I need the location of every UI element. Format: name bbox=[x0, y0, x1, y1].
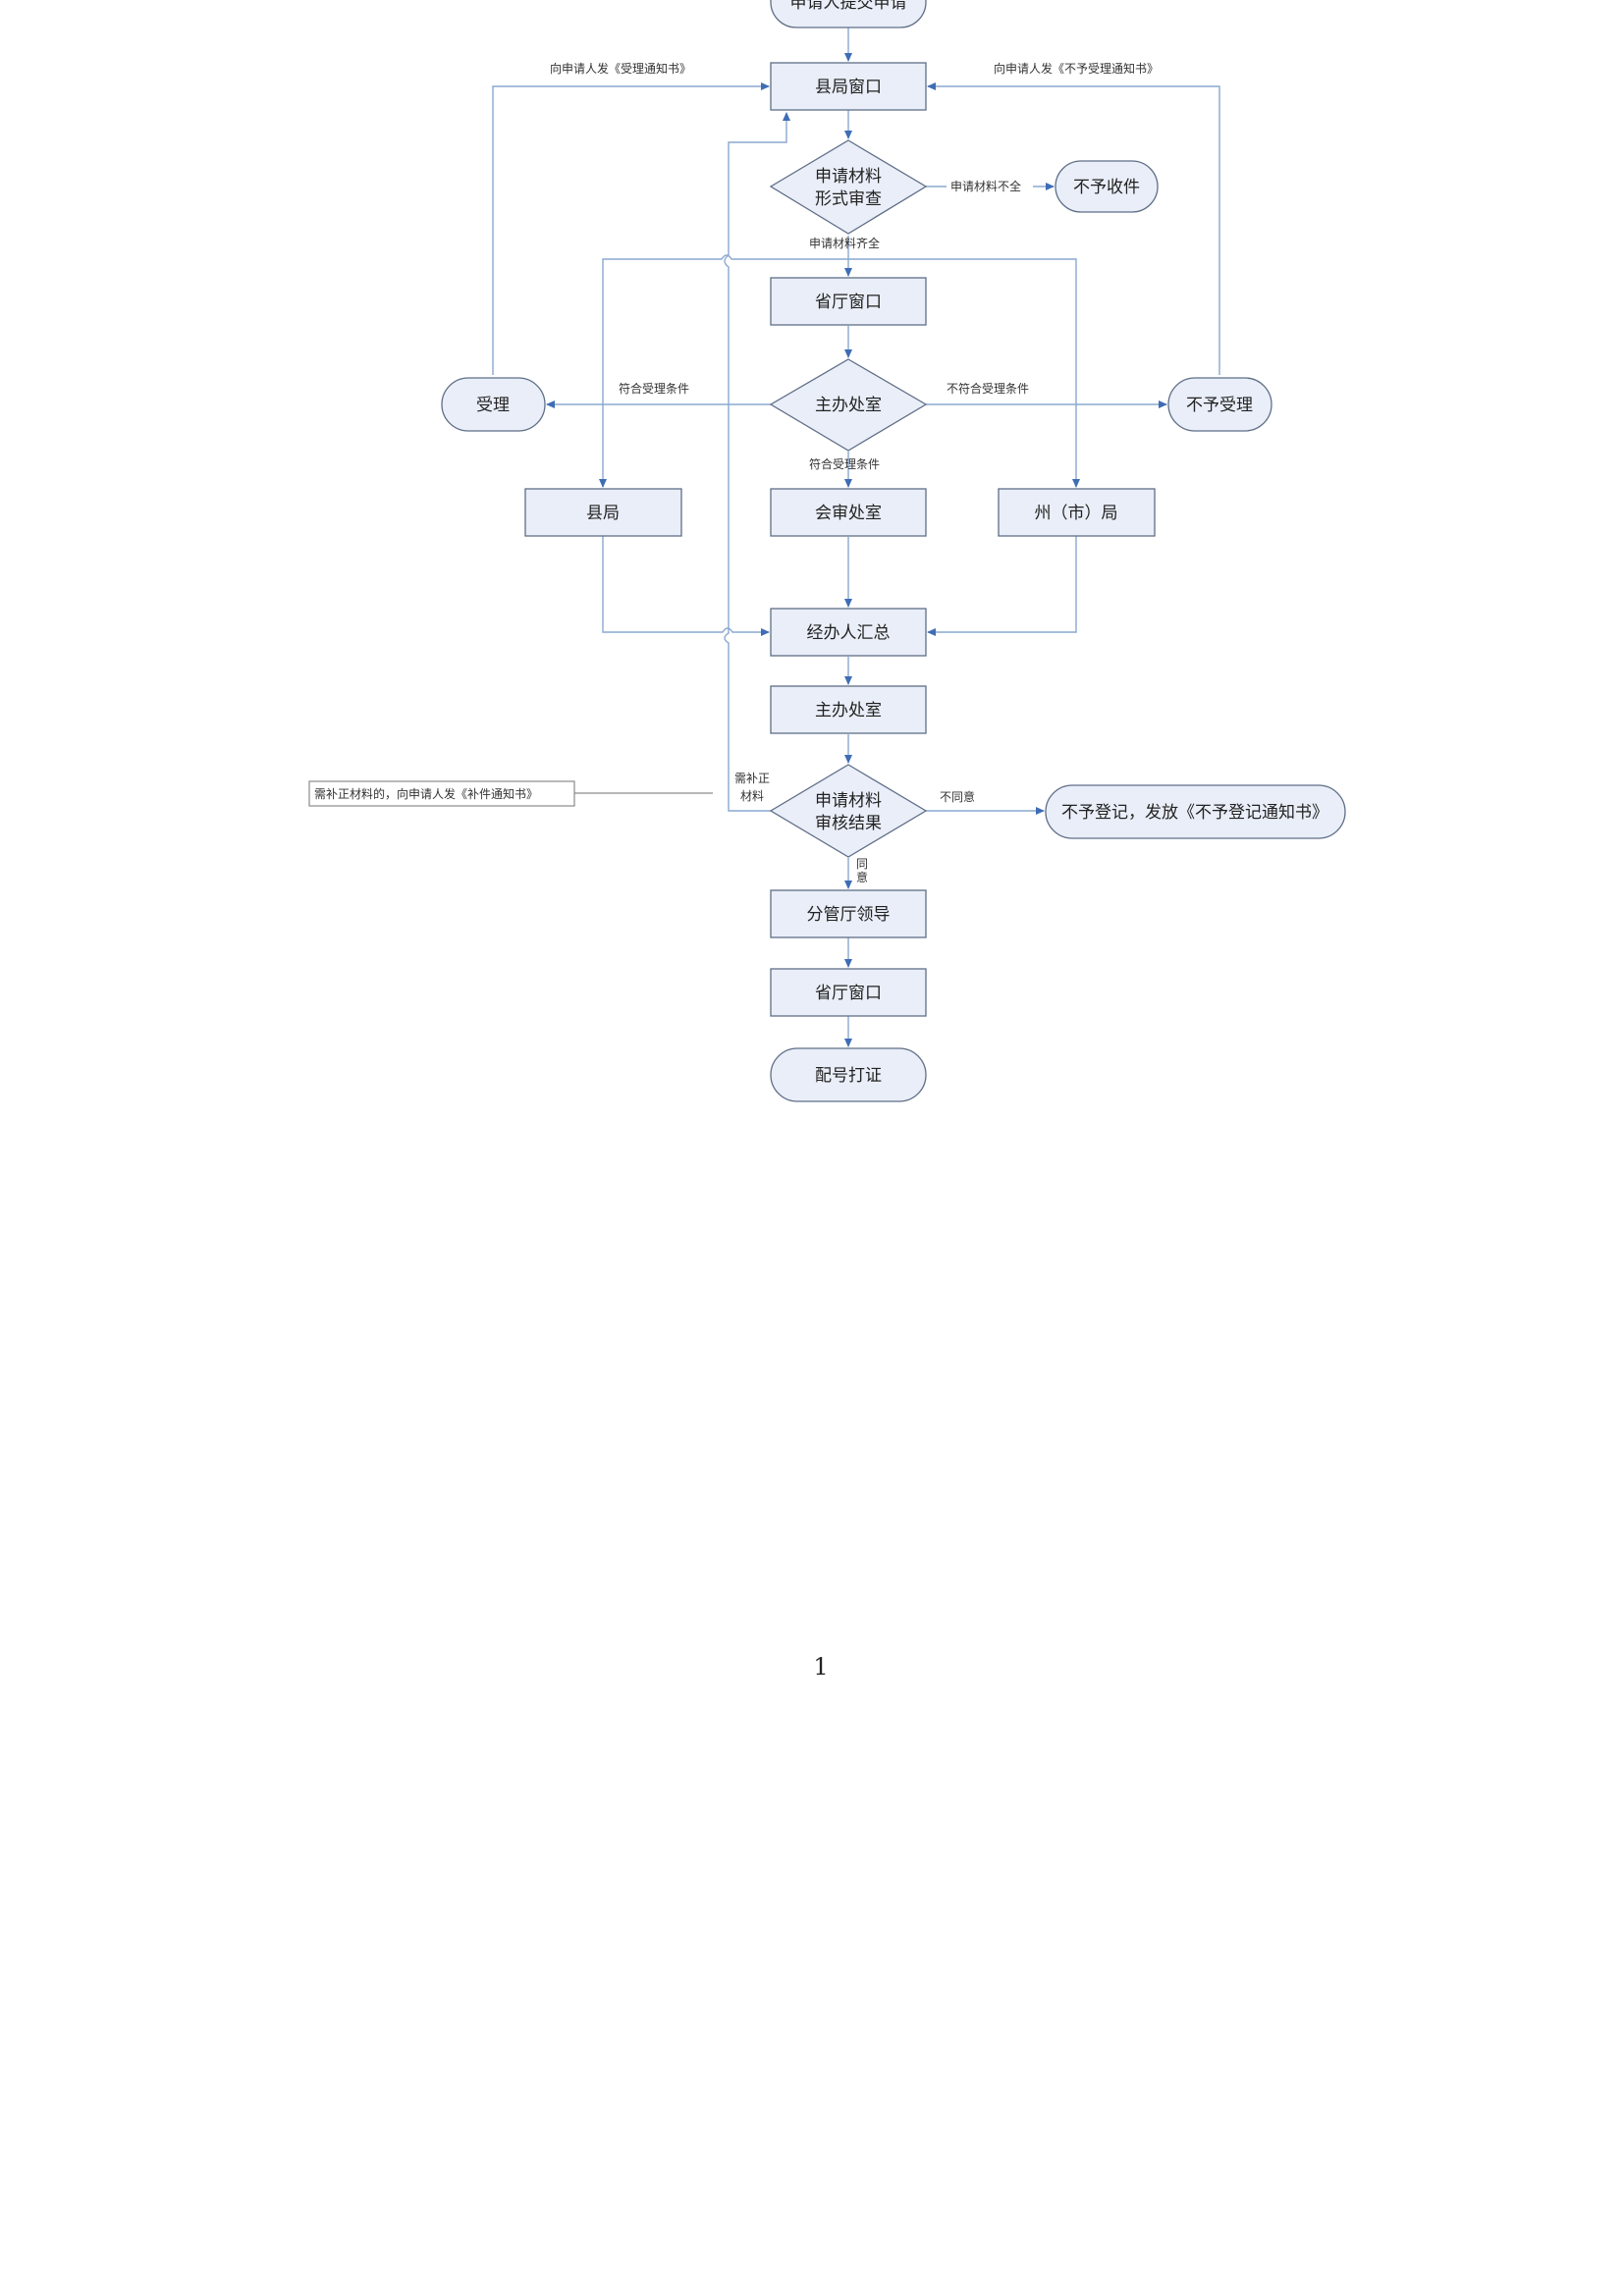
form-review-label-1: 申请材料 bbox=[815, 167, 882, 187]
province-window-label: 省厅窗口 bbox=[815, 293, 882, 312]
edge-branch-to-county-bureau bbox=[599, 254, 848, 488]
label-materials-complete: 申请材料齐全 bbox=[809, 236, 880, 250]
joint-review-office-label: 会审处室 bbox=[815, 504, 882, 523]
label-agree-2: 意 bbox=[856, 870, 868, 884]
node-county-window: 县局窗口 bbox=[770, 62, 927, 111]
edges bbox=[492, 22, 1220, 1047]
accept-label: 受理 bbox=[476, 396, 510, 415]
node-handler-summary: 经办人汇总 bbox=[770, 608, 927, 657]
deputy-leader-label: 分管厅领导 bbox=[807, 905, 891, 925]
edge-supplement-loop bbox=[724, 112, 790, 812]
label-agree-1: 同 bbox=[856, 857, 868, 871]
label-notice-not-accept: 向申请人发《不予受理通知书》 bbox=[994, 61, 1159, 76]
node-not-accept: 不予受理 bbox=[1167, 377, 1272, 432]
province-window-2-label: 省厅窗口 bbox=[815, 984, 882, 1003]
lead-office-1-label: 主办处室 bbox=[815, 396, 882, 415]
node-no-registration: 不予登记，发放《不予登记通知书》 bbox=[1045, 784, 1346, 839]
label-meets-conditions-2: 符合受理条件 bbox=[809, 456, 880, 471]
county-bureau-label: 县局 bbox=[586, 504, 620, 523]
edge-branch-to-prefecture-bureau bbox=[848, 258, 1080, 488]
supplement-note: 需补正材料的，向申请人发《补件通知书》 bbox=[308, 780, 575, 807]
county-window-label: 县局窗口 bbox=[815, 78, 882, 97]
issue-certificate-label: 配号打证 bbox=[815, 1066, 882, 1086]
label-need-supplement-1: 需补正 bbox=[734, 772, 770, 785]
node-review-result: 申请材料 审核结果 bbox=[769, 764, 928, 858]
node-province-window-2: 省厅窗口 bbox=[770, 968, 927, 1017]
node-form-review: 申请材料 形式审查 bbox=[769, 139, 928, 235]
lead-office-2-label: 主办处室 bbox=[815, 701, 882, 721]
no-registration-label: 不予登记，发放《不予登记通知书》 bbox=[1061, 803, 1328, 823]
node-lead-office-2: 主办处室 bbox=[770, 685, 927, 734]
node-joint-review-office: 会审处室 bbox=[770, 488, 927, 537]
edge-labels: 向申请人发《受理通知书》 向申请人发《不予受理通知书》 申请材料不全 申请材料齐… bbox=[540, 60, 1183, 884]
node-issue-certificate: 配号打证 bbox=[770, 1047, 927, 1102]
start-label: 申请人提交申请 bbox=[790, 0, 907, 13]
label-notice-accept: 向申请人发《受理通知书》 bbox=[550, 61, 691, 76]
node-prefecture-bureau: 州（市）局 bbox=[998, 488, 1156, 537]
reject-receipt-label: 不予收件 bbox=[1073, 178, 1140, 197]
review-result-label-2: 审核结果 bbox=[815, 814, 882, 833]
node-lead-office-1: 主办处室 bbox=[769, 358, 928, 452]
label-materials-incomplete: 申请材料不全 bbox=[950, 179, 1021, 193]
page-number: 1 bbox=[813, 1653, 828, 1681]
handler-summary-label: 经办人汇总 bbox=[807, 623, 891, 643]
review-result-label-1: 申请材料 bbox=[815, 791, 882, 811]
node-accept: 受理 bbox=[441, 377, 546, 432]
label-meets-conditions: 符合受理条件 bbox=[619, 381, 689, 396]
prefecture-bureau-label: 州（市）局 bbox=[1035, 504, 1118, 523]
edge-county-bureau-to-summary bbox=[602, 536, 770, 636]
edge-prefecture-to-summary bbox=[927, 536, 1077, 636]
node-reject-receipt: 不予收件 bbox=[1055, 160, 1159, 213]
label-not-meets-conditions: 不符合受理条件 bbox=[947, 381, 1029, 396]
supplement-note-text: 需补正材料的，向申请人发《补件通知书》 bbox=[314, 786, 538, 801]
node-province-window: 省厅窗口 bbox=[770, 277, 927, 326]
label-bg bbox=[987, 60, 1183, 76]
edge-accept-to-county-window bbox=[492, 82, 770, 375]
label-disagree: 不同意 bbox=[940, 789, 975, 804]
label-need-supplement-2: 材料 bbox=[740, 789, 764, 803]
not-accept-label: 不予受理 bbox=[1186, 396, 1253, 415]
node-county-bureau: 县局 bbox=[524, 488, 682, 537]
node-start: 申请人提交申请 bbox=[770, 0, 927, 28]
edge-not-accept-to-county-window bbox=[927, 82, 1220, 375]
form-review-label-2: 形式审查 bbox=[815, 189, 882, 209]
node-deputy-leader: 分管厅领导 bbox=[770, 889, 927, 938]
label-bg bbox=[540, 60, 707, 76]
